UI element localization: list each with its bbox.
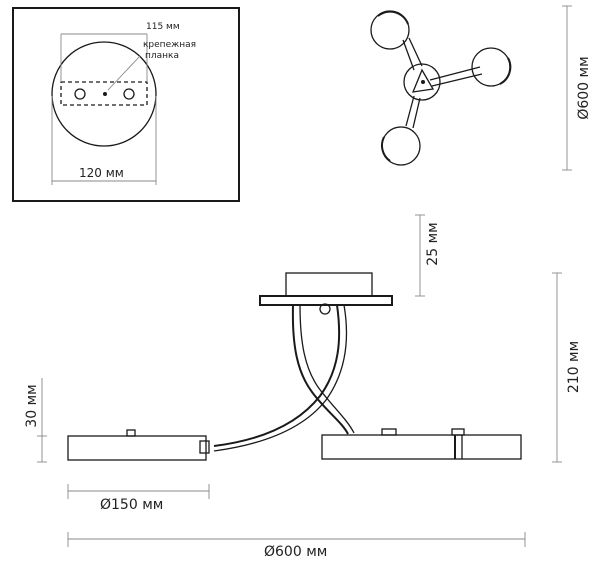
plate-leader — [107, 55, 141, 91]
total-width-label: Ø600 мм — [264, 544, 327, 560]
side-view: 25 мм 210 мм 30 мм Ø150 мм Ø600 мм — [24, 214, 582, 560]
arm-curve-1-inner — [299, 304, 355, 434]
mount-detail-panel: 115 мм крепежная планка 120 мм — [12, 7, 240, 202]
globe-rim-right — [499, 57, 512, 85]
plate-label-line2: планка — [145, 51, 179, 61]
shade-height-label: 30 мм — [24, 384, 40, 427]
screw-hole-right — [123, 88, 135, 100]
globe-rim-top — [377, 10, 409, 25]
mounting-flange — [259, 295, 393, 306]
shade-left-cap — [126, 429, 136, 437]
total-height-label: 210 мм — [566, 341, 582, 393]
mount-detail-frame — [12, 7, 240, 202]
top-canopy-triangle — [411, 68, 435, 93]
center-screw — [319, 303, 331, 315]
top-diameter-label: Ø600 мм — [576, 56, 592, 119]
shade-right-cap — [381, 428, 397, 436]
top-canopy-center — [421, 80, 425, 84]
arm-bottom-2 — [412, 97, 421, 129]
shade-diameter-label: Ø150 мм — [100, 497, 163, 513]
arm-curve-2 — [213, 304, 341, 447]
arm-curve-1 — [291, 304, 349, 435]
shade-left — [67, 435, 207, 461]
arm-bottom — [405, 95, 415, 127]
canopy-height-label: 25 мм — [425, 222, 441, 265]
top-view: Ø600 мм — [370, 5, 592, 171]
shade-right-cap-2 — [451, 428, 465, 436]
top-canopy-outer — [403, 63, 441, 101]
mounting-plate-dashed — [60, 81, 148, 106]
shade-left-socket — [199, 440, 210, 454]
plate-label-line1: крепежная — [143, 40, 196, 50]
canopy-circle — [51, 41, 157, 147]
arm-curve-2-inner — [213, 304, 348, 452]
screw-hole-left — [74, 88, 86, 100]
shade-right — [321, 434, 522, 460]
canopy-width-label: 120 мм — [79, 166, 124, 180]
arm-top-2 — [408, 37, 423, 67]
arm-top — [402, 39, 415, 71]
center-mark — [103, 92, 107, 96]
plate-length-label: 115 мм — [146, 22, 180, 32]
globe-rim-bottom — [381, 136, 391, 162]
canopy-side — [285, 272, 373, 297]
